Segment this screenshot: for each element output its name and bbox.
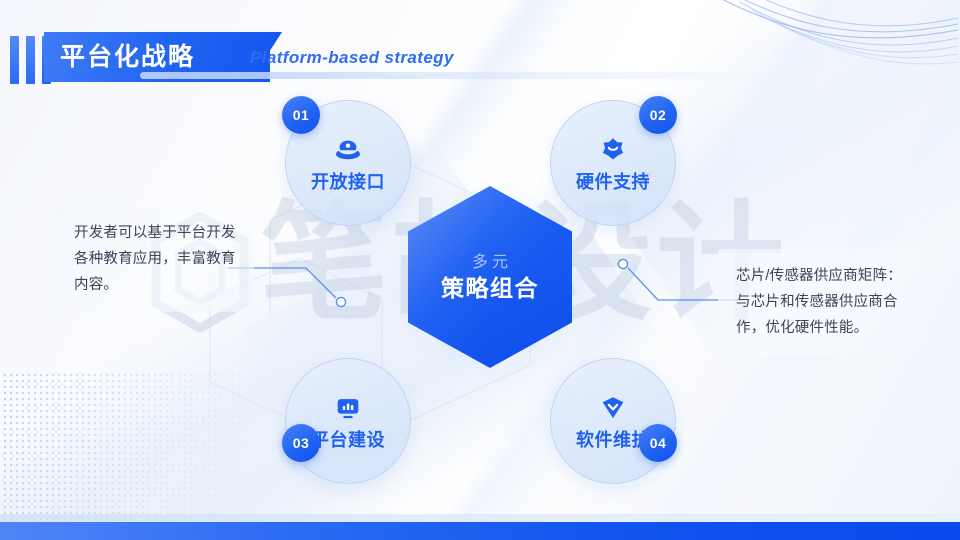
node-badge-04: 04 bbox=[639, 424, 677, 462]
node-label: 平台建设 bbox=[311, 430, 385, 450]
bar-chart-monitor-icon bbox=[337, 399, 359, 419]
node-label: 软件维护 bbox=[576, 430, 650, 450]
center-small-label: 多元 bbox=[471, 253, 512, 271]
page-title: 平台化战略 bbox=[60, 43, 196, 71]
center-hexagon-labels: 多元 策略组合 bbox=[408, 186, 572, 368]
description-text-left: 开发者可以基于平台开发各种教育应用，丰富教育内容。 bbox=[74, 225, 236, 293]
node-software-maintenance[interactable]: 软件维护 bbox=[550, 358, 676, 484]
bottom-bar-glow bbox=[0, 514, 960, 522]
node-label: 开放接口 bbox=[311, 172, 385, 192]
node-label: 硬件支持 bbox=[576, 172, 650, 192]
background-dot-grid bbox=[0, 372, 290, 522]
node-badge-01: 01 bbox=[282, 96, 320, 134]
star-icon bbox=[602, 138, 624, 160]
description-panel-right: 芯片/传感器供应商矩阵：与芯片和传感器供应商合作，优化硬件性能。 bbox=[718, 249, 924, 355]
diamond-check-icon bbox=[602, 397, 624, 419]
bottom-accent-bar bbox=[0, 522, 960, 540]
node-badge-03: 03 bbox=[282, 424, 320, 462]
center-big-label: 策略组合 bbox=[441, 274, 539, 301]
cap-icon bbox=[336, 140, 360, 160]
header-underline bbox=[140, 72, 780, 79]
description-panel-left: 开发者可以基于平台开发各种教育应用，丰富教育内容。 bbox=[56, 206, 254, 312]
page-subtitle: Platform-based strategy bbox=[250, 48, 454, 67]
corner-flow-lines bbox=[722, 0, 959, 65]
node-badge-02: 02 bbox=[639, 96, 677, 134]
node-platform-construction[interactable]: 平台建设 bbox=[285, 358, 411, 484]
description-text-right: 芯片/传感器供应商矩阵：与芯片和传感器供应商合作，优化硬件性能。 bbox=[736, 268, 902, 336]
